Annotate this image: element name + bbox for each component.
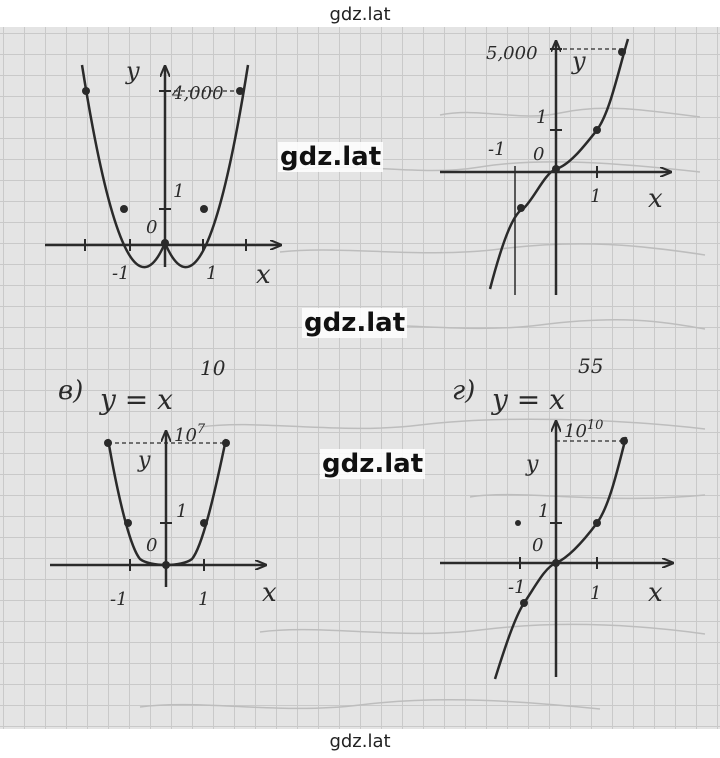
graph-a-x-label: x	[256, 260, 271, 290]
graph-a-neg-unit-x: -1	[112, 263, 130, 284]
graph-b-y-label: y	[571, 47, 586, 75]
graph-a-origin: 0	[146, 217, 157, 238]
graph-c-unit-y: 1	[176, 501, 187, 522]
graph-d-y-label: y	[525, 452, 539, 477]
graph-c-formula-base: y = x	[98, 383, 173, 416]
graph-b-x-label: x	[648, 184, 663, 214]
graph-d-origin: 0	[532, 535, 543, 556]
graph-a: y 4,000 1 0 -1 1 x	[45, 57, 280, 290]
graph-c-x-label: x	[262, 578, 277, 608]
graph-a-y-label: y	[125, 57, 140, 85]
graph-b-neg-unit-x: -1	[488, 139, 506, 160]
graph-d-formula-exponent: 55	[578, 354, 603, 378]
graph-a-top-value: 4,000	[171, 83, 224, 104]
handwritten-graphs: y 4,000 1 0 -1 1 x 5,000 y 1 -1 0	[45, 38, 706, 710]
graph-d-unit-y: 1	[538, 501, 549, 522]
graph-c-formula-exponent: 10	[200, 356, 226, 380]
graph-b-origin: 0	[533, 144, 544, 165]
graph-c-top-value: 107	[174, 422, 206, 446]
graph-c-y-label: y	[137, 448, 151, 473]
graph-b-unit-x: 1	[590, 186, 601, 207]
graph-d-top-value: 1010	[564, 418, 603, 442]
faint-background-writing	[139, 107, 706, 710]
graph-a-unit-y: 1	[173, 181, 184, 202]
graph-c-origin: 0	[146, 535, 157, 556]
graph-a-unit-x: 1	[206, 263, 217, 284]
graph-b-top-value: 5,000	[486, 43, 538, 64]
watermark-mid-2: gdz.lat	[302, 308, 408, 338]
notebook-sheet: y 4,000 1 0 -1 1 x 5,000 y 1 -1 0	[0, 27, 720, 729]
graph-c: в) y = x 10 107 y 1 0 -1 1 x	[50, 356, 277, 610]
watermark-top: gdz.lat	[329, 4, 391, 25]
graph-d-unit-x: 1	[590, 583, 601, 604]
graph-d-x-label: x	[648, 578, 663, 608]
graph-d-formula-base: y = x	[490, 383, 565, 416]
graph-b: 5,000 y 1 -1 0 1 x	[440, 38, 670, 295]
watermark-mid-1: gdz.lat	[278, 142, 384, 172]
graph-c-part-label: в)	[58, 376, 83, 406]
graph-b-unit-y: 1	[536, 107, 547, 128]
graph-c-neg-unit-x: -1	[110, 589, 128, 610]
graph-d-curve	[493, 436, 628, 680]
graph-d-part-label: г)	[452, 376, 475, 406]
watermark-mid-3: gdz.lat	[320, 449, 426, 479]
graph-d: г) y = x 55 1010 y 1 0 -1 1 x	[440, 354, 672, 680]
graph-d-neg-unit-x: -1	[508, 577, 526, 598]
watermark-bottom: gdz.lat	[329, 731, 391, 752]
graph-c-unit-x: 1	[198, 589, 209, 610]
